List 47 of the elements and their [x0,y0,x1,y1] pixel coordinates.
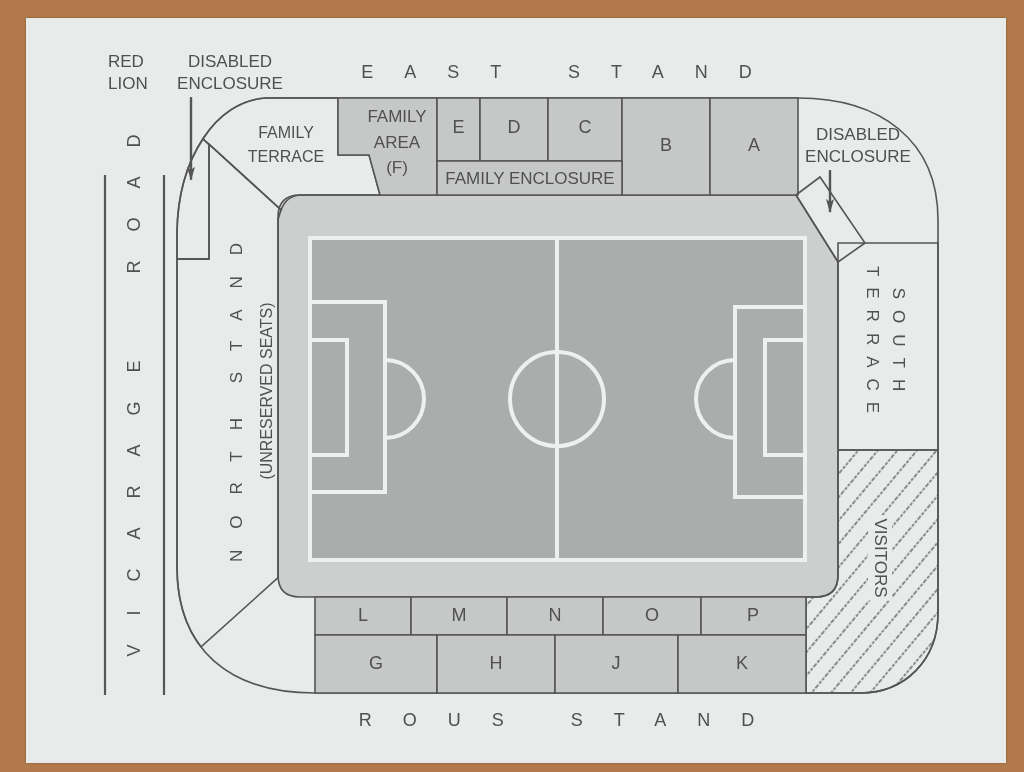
area-label: DISABLED ENCLOSURE [175,50,285,96]
section-label: L [358,604,368,628]
section-label: J [611,652,621,676]
enclosure-area [177,138,209,259]
area-label: FAMILY TERRACE [246,123,326,167]
seating-section [315,635,437,693]
section-label: N [548,604,562,628]
area-label: SOUTH TERRACE [862,264,909,427]
area-label: VISITORS [867,515,893,601]
seating-section [411,597,507,635]
seating-section [437,161,622,195]
section-label: A [748,134,760,158]
seating-section [437,98,480,161]
stand-name: NORTH STAND [225,221,247,563]
section-label: M [451,604,467,628]
seating-section [315,597,411,635]
seating-section [555,635,678,693]
section-label: C [578,116,592,140]
section-label: E [452,116,465,140]
area-label: DISABLED ENCLOSURE [803,123,913,169]
section-label: H [489,652,503,676]
seating-section [678,635,806,693]
section-label: O [645,604,659,628]
section-label: K [736,652,748,676]
stand-note: (UNRESERVED SEATS) [256,302,276,480]
seating-section [548,98,622,161]
seating-section [701,597,806,635]
leader-arrow [187,97,195,181]
seating-section [507,597,603,635]
seating-section [710,98,798,195]
enclosure-area [796,177,865,262]
seating-section [437,635,555,693]
seating-section [622,98,710,195]
section-label: D [507,116,521,140]
seating-section [480,98,548,161]
visitors-area [806,450,938,693]
leader-arrow [826,170,834,213]
section-label: B [660,134,672,158]
place-label: RED LION [108,50,149,95]
section-label: P [747,604,759,628]
stand-label: EAST STAND [361,61,783,85]
road-label: VICARAGE ROAD [123,105,146,657]
section-label: G [369,652,383,676]
section-label: FAMILY AREA (F) [366,105,428,179]
section-label: FAMILY ENCLOSURE [445,167,615,190]
seating-section [603,597,701,635]
stand-label: ROUS STAND [358,709,786,733]
